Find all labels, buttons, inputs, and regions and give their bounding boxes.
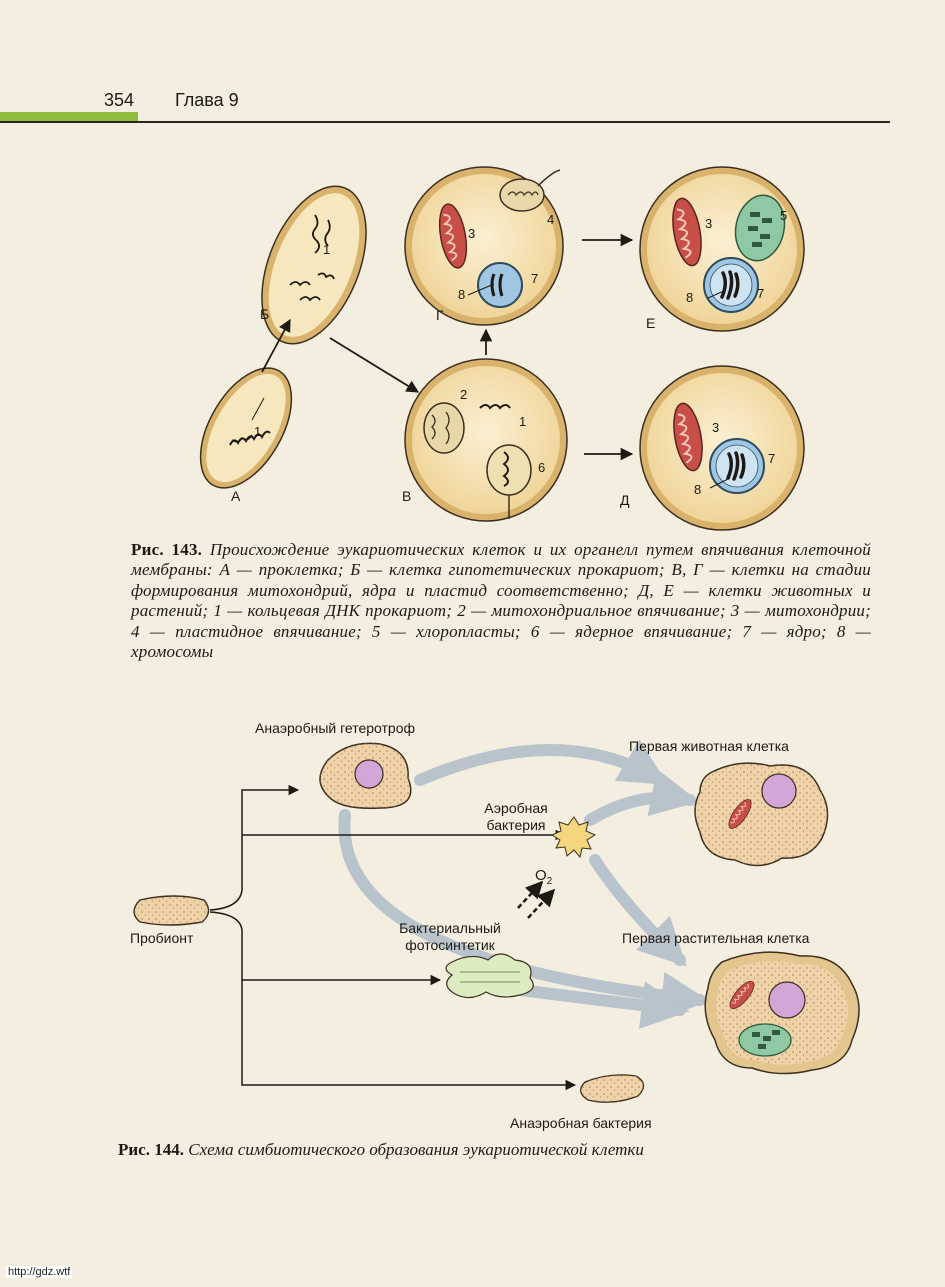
label-8-g: 8	[458, 287, 466, 302]
figure-144-caption-text: Схема симбиотического образования эукари…	[188, 1140, 644, 1159]
label-8-e: 8	[686, 290, 694, 305]
label-probiont: Пробионт	[130, 930, 194, 946]
figure-143-arrows	[261, 233, 634, 461]
label-first-animal-cell: Первая животная клетка	[629, 738, 789, 754]
label-first-plant-cell: Первая растительная клетка	[622, 930, 810, 946]
source-watermark: http://gdz.wtf	[6, 1266, 73, 1278]
first-plant-cell	[704, 951, 860, 1075]
o2-label: O2	[535, 867, 553, 887]
first-animal-cell	[694, 762, 829, 867]
label-anaerobic-heterotroph: Анаэробный гетеротроф	[255, 720, 416, 736]
cell-b-prokaryote	[261, 185, 367, 345]
cell-a-proto	[199, 367, 293, 489]
stage-label-b: Б	[260, 306, 270, 322]
header-rule	[0, 121, 890, 123]
stage-label-e: Е	[646, 315, 656, 331]
o2-label-sub: 2	[547, 876, 553, 887]
label-3-d: 3	[712, 420, 720, 435]
stage-label-v: В	[402, 488, 412, 504]
chapter-title: Глава 9	[175, 90, 239, 110]
anaerobic-heterotroph-cell	[319, 742, 412, 809]
photosynthetic-bacterium	[445, 953, 534, 999]
o2-label-main: O	[535, 867, 547, 884]
stage-label-g: Г	[436, 307, 444, 323]
cell-g	[404, 166, 564, 326]
label-7-g: 7	[531, 271, 539, 286]
cell-d-animal	[639, 365, 805, 531]
probiont-branch-lines	[209, 784, 577, 1091]
page-number: 354	[104, 90, 135, 110]
anaerobic-bacterium	[580, 1074, 645, 1103]
label-3-g: 3	[468, 226, 476, 241]
figure-144-caption-label: Рис. 144.	[118, 1140, 184, 1159]
aerobic-bacterium	[550, 816, 597, 859]
label-4: 4	[547, 212, 555, 227]
stage-label-a: А	[231, 488, 241, 504]
label-1-a: 1	[254, 424, 262, 439]
label-1-v: 1	[519, 414, 527, 429]
cell-v	[404, 358, 568, 522]
o2-dashed-arrows	[517, 880, 556, 919]
label-aerobic-bacterium-2: бактерия	[486, 817, 546, 833]
label-5: 5	[780, 208, 788, 223]
label-anaerobic-bacterium: Анаэробная бактерия	[510, 1115, 652, 1131]
label-6: 6	[538, 460, 546, 475]
label-aerobic-bacterium-1: Аэробная	[484, 800, 548, 816]
label-1-b: 1	[323, 242, 331, 257]
label-photosynthetic-2: фотосинтетик	[405, 937, 495, 953]
probiont-cell	[133, 895, 210, 926]
symbiosis-flow-arrows	[338, 739, 710, 1030]
figure-143-caption-label: Рис. 143.	[131, 540, 203, 559]
header-accent-bar	[0, 112, 138, 122]
label-7-e: 7	[757, 286, 765, 301]
label-photosynthetic-1: Бактериальный	[399, 920, 501, 936]
stage-label-d: Д	[620, 492, 630, 508]
cell-e-plant	[639, 166, 805, 332]
figure-144-caption: Рис. 144. Схема симбиотического образова…	[118, 1140, 878, 1160]
label-8-d: 8	[694, 482, 702, 497]
label-7-d: 7	[768, 451, 776, 466]
figure-143-caption-text: Происхождение эукариотических клеток и и…	[131, 540, 872, 662]
figure-143-caption: Рис. 143. Происхождение эукариотических …	[131, 540, 871, 662]
label-3-e: 3	[705, 216, 713, 231]
label-2: 2	[460, 387, 468, 402]
